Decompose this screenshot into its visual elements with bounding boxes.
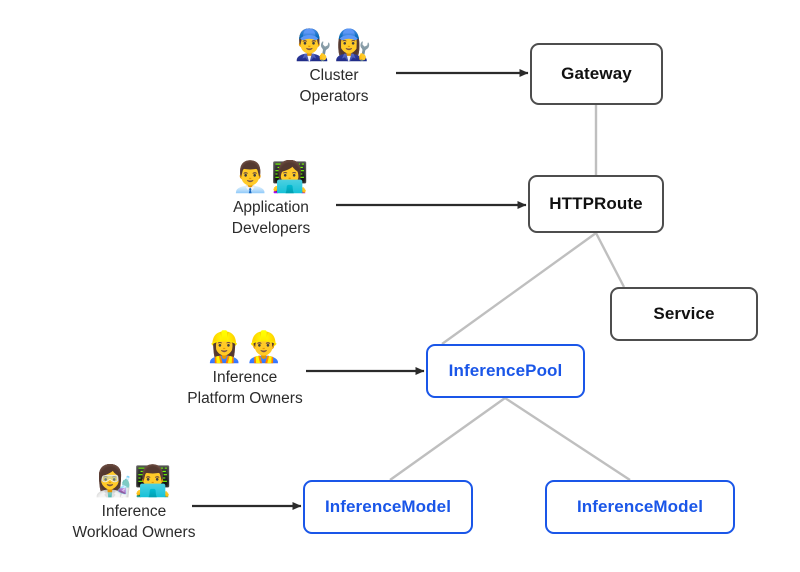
- connector-inferencepool-to-inferencemodel-left: [389, 397, 506, 481]
- actor-label-line1: Cluster: [309, 67, 359, 84]
- connector-httproute-to-service: [594, 232, 626, 288]
- node-inferencemodel-left[interactable]: InferenceModel: [303, 480, 473, 534]
- node-service[interactable]: Service: [610, 287, 758, 341]
- node-label: HTTPRoute: [549, 194, 643, 213]
- node-gateway[interactable]: Gateway: [530, 43, 663, 105]
- node-label: Gateway: [561, 64, 632, 83]
- actor-label-line2: Operators: [299, 88, 369, 105]
- connector-httproute-to-inferencepool: [441, 232, 597, 345]
- node-inferencepool[interactable]: InferencePool: [426, 344, 585, 398]
- connector-inferencepool-to-inferencemodel-right: [504, 396, 631, 482]
- man-mechanic-emoji-and-woman-mechanic-emoji: 👨‍🔧👩‍🔧: [294, 28, 374, 63]
- man-office-worker-emoji-and-woman-technologist-emoji: 👨‍💼👩‍💻: [231, 160, 311, 195]
- actor-label-line1: Inference: [212, 369, 278, 386]
- node-label: InferencePool: [448, 361, 563, 380]
- actor-label-line1: Inference: [101, 503, 167, 520]
- connector-layer: [389, 105, 631, 482]
- woman-scientist-emoji-and-man-technologist-emoji: 👩‍🔬👨‍💻: [94, 464, 174, 499]
- node-httproute[interactable]: HTTPRoute: [528, 175, 664, 233]
- node-label: Service: [653, 304, 715, 323]
- node-inferencemodel-right[interactable]: InferenceModel: [545, 480, 735, 534]
- woman-construction-worker-emoji-and-man-construction-worker-emoji: 👷‍♀️👷‍♂️: [205, 330, 285, 365]
- actor-label-line2: Platform Owners: [187, 390, 303, 407]
- actor-label-line1: Application: [233, 199, 309, 216]
- arrow-layer: [192, 69, 529, 510]
- node-label: InferenceModel: [324, 497, 452, 516]
- node-label: InferenceModel: [576, 497, 704, 516]
- actor-label-line2: Developers: [231, 220, 311, 237]
- actor-label-line2: Workload Owners: [72, 524, 196, 541]
